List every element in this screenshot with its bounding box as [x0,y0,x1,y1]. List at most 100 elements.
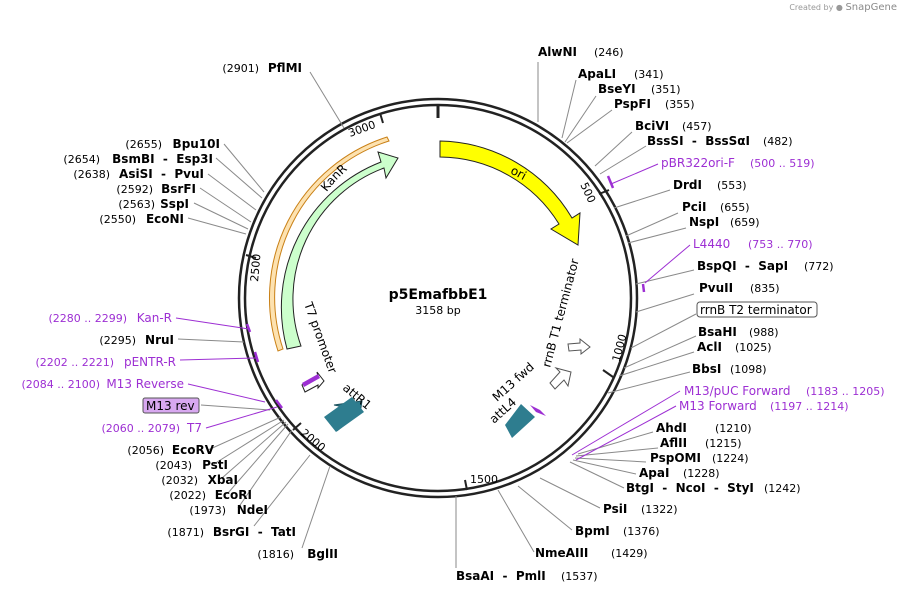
m13-fwd-primer-mark [530,405,546,416]
site-bsmbi-name: BsmBI - Esp3I [112,152,213,166]
tick-label-2500: 2500 [248,253,263,282]
site-psii-name: PsiI [603,502,627,516]
leader-nrui [177,338,245,343]
site-acli-name: AclI [697,340,722,354]
primer-t7-range: (2060 .. 2079) [101,422,180,435]
primer-l4440-range: (753 .. 770) [748,238,813,251]
leader-ecorv [207,416,282,451]
site-alwni-pos: (246) [594,46,624,59]
ori-feature-arrow [439,140,581,246]
leader-aflii [575,447,659,457]
site-pspfi-name: PspFI [614,97,651,111]
site-pflmi-name: PflMI [268,61,302,75]
leader-bseyi [564,95,597,143]
leader-pentr-r [179,357,257,361]
site-bpu10i-pos: (2655) [125,138,162,151]
primer-mark-t7 [275,399,283,409]
credit-brand: SnapGene [845,2,897,13]
leader-bcivi [594,131,633,167]
rrnb-t1-label: rrnB T1 terminator [539,257,581,369]
site-drdi-name: DrdI [673,178,702,192]
leader-nspi [627,227,687,244]
site-bspqi-pos: (772) [804,260,834,273]
leader-sspi [193,202,249,230]
site-drdi-pos: (553) [717,179,747,192]
site-pcii-name: PciI [682,200,707,214]
site-bsrgi-name: BsrGI - TatI [213,525,296,539]
m13-rev-box [142,397,200,414]
leader-drdi [613,189,671,209]
site-ecori-pos: (2022) [169,489,206,502]
site-bsrgi-pos: (1871) [167,526,204,539]
site-psti-name: PstI [202,458,228,472]
leader-nmeaiii [497,489,535,553]
primer-t7-name: T7 [186,421,202,435]
tick-2500 [245,254,257,259]
tick-1000 [602,369,614,378]
site-nspi-name: NspI [689,215,719,229]
site-pspfi-pos: (355) [665,98,695,111]
site-bbsi-pos: (1098) [730,363,767,376]
tick-label-3000: 3000 [347,118,378,140]
m13-fwd-label: M13 fwd [490,360,537,404]
site-pflmi-pos: (2901) [222,62,259,75]
site-apali-name: ApaLI [578,67,616,81]
leader-ahdi [577,431,654,455]
site-bcivi-name: BciVI [635,119,669,133]
leader-m13-reverse [187,383,266,403]
site-pvuii-pos: (835) [750,282,780,295]
site-ecori-name: EcoRI [215,488,252,502]
leader-l4440 [644,244,691,284]
site-bsssi-pos: (482) [763,135,793,148]
site-pspomi-name: PspOMI [650,451,701,465]
leader-bpmi [517,485,573,531]
site-bsaai-name: BsaAI - PmlI [456,569,546,583]
site-bsmbi-pos: (2654) [63,153,100,166]
site-bsahi-pos: (988) [749,326,779,339]
plasmid-size: 3158 bp [415,304,460,317]
rrnb-t2-box [696,301,818,318]
leader-psti [213,419,285,465]
site-bpmi-name: BpmI [575,524,610,538]
site-ahdi-name: AhdI [656,421,687,435]
leader-kan-r [175,317,250,330]
tick-2000 [292,422,302,431]
primer-m13-puc-forward-name: M13/pUC Forward [684,384,791,398]
leader-pcii [625,212,679,237]
site-nrui-pos: (2295) [99,334,136,347]
leader-bsssi [599,145,647,175]
site-ndei-name: NdeI [237,503,268,517]
kanr-orf-arc [268,136,390,352]
leader-pbr322ori-f [610,163,659,185]
leader-xbai [221,421,287,479]
site-bglii-name: BglII [307,547,338,561]
leader-t7 [205,406,278,429]
m13-rev-primer-mark [302,374,320,387]
leader-bsahi [623,335,697,369]
site-btgi-name: BtgI - NcoI - StyI [626,481,754,495]
leader-btgi [569,461,625,489]
leader-bbsi [607,371,691,394]
site-nmeaiii-pos: (1429) [611,547,648,560]
leader-apali [561,79,577,139]
site-alwni-name: AlwNI [538,45,577,59]
site-xbai-name: XbaI [208,473,238,487]
tick-label-2000: 2000 [298,426,328,454]
site-apali-pos: (341) [634,68,664,81]
site-pcii-pos: (655) [720,201,750,214]
primer-mark-kan-r [245,323,252,333]
rrnb-t1-terminator-arrow [549,367,572,390]
primer-mark-l4440 [641,283,646,293]
site-psii-pos: (1322) [641,503,678,516]
site-ndei-pos: (1973) [189,504,226,517]
primer-kan-r-name: Kan-R [137,311,172,325]
leader-bpu10i [223,143,265,193]
site-btgi-pos: (1242) [764,482,801,495]
site-ecorv-pos: (2056) [127,444,164,457]
attl4-feature-body [505,404,535,438]
primer-m13-reverse-range: (2084 .. 2100) [21,378,100,391]
credit-prefix: Created by [789,3,834,12]
t7-promoter-label: T7 promoter [301,299,340,375]
primer-m13-forward-range: (1197 .. 1214) [770,400,849,413]
